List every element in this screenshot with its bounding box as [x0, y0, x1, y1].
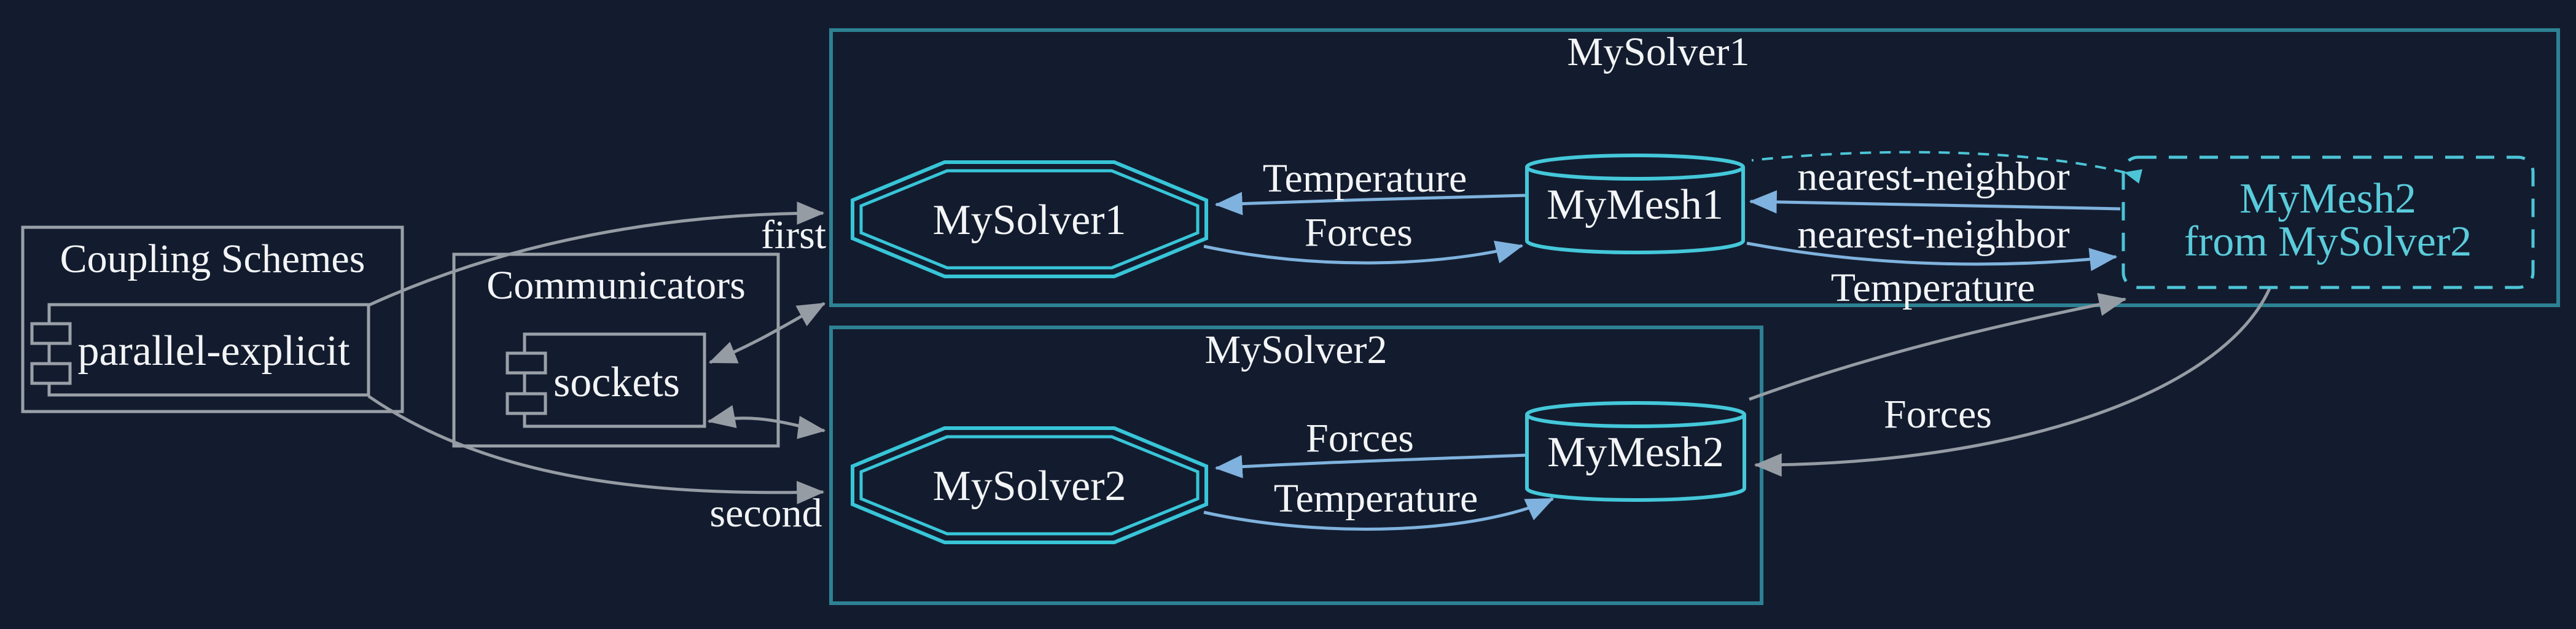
edges: [367, 150, 2271, 531]
sockets-label: sockets: [553, 359, 680, 406]
mymesh1-cylinder-top: [1525, 154, 1745, 181]
mysolver2-octagon-inner: [859, 435, 1200, 536]
edge-label-first: first: [761, 213, 826, 257]
edge-first-participant: [367, 201, 825, 307]
cluster-mysolver2-title: MySolver2: [1205, 327, 1388, 372]
node-mymesh2-cylinder: MyMesh2: [1525, 401, 1746, 502]
edge-label-forces-top: Forces: [1305, 210, 1413, 255]
component-tab-icon: [505, 351, 547, 375]
edge-forces-exchange: [1754, 287, 2271, 477]
parallel-explicit-label: parallel-explicit: [77, 327, 350, 375]
edge-second-participant: [367, 394, 825, 504]
mymesh2-remote-label-line2: from MySolver2: [2184, 218, 2472, 265]
mymesh2-remote-border: [2121, 155, 2535, 289]
edge-nearest-neighbor-write: [1746, 241, 2118, 272]
edge-label-forces-exchange: Forces: [1884, 392, 1992, 437]
edge-labels: first second Temperature Forces nearest-…: [709, 154, 2069, 536]
component-tab-icon: [30, 322, 72, 345]
sockets-box: [523, 332, 706, 428]
edge-label-nearest-neighbor-upper: nearest-neighbor: [1797, 154, 2069, 199]
edge-forces-mysolver1-to-mymesh1: [1203, 240, 1524, 265]
cluster-communicators-title: Communicators: [486, 263, 746, 308]
node-mymesh2-remote: MyMesh2 from MySolver2: [2121, 155, 2535, 289]
mysolver1-octagon-outer: [851, 160, 1208, 278]
edge-sockets-mysolver1: [708, 302, 826, 364]
edge-temperature-exchange: [1749, 293, 2127, 401]
edge-label-second: second: [709, 491, 822, 536]
edge-label-nearest-neighbor-lower: nearest-neighbor: [1797, 212, 2069, 257]
cluster-coupling-schemes: Coupling Schemes: [21, 225, 404, 413]
mysolver1-octagon-inner: [859, 169, 1200, 270]
cluster-coupling-schemes-border: [21, 225, 404, 413]
mysolver2-node-label: MySolver2: [933, 463, 1126, 510]
component-tab-icon: [505, 392, 547, 415]
edge-label-forces-bottom: Forces: [1306, 416, 1414, 461]
edge-sockets-mysolver2: [707, 405, 826, 439]
mymesh2-cylinder-top: [1525, 401, 1746, 428]
cluster-mysolver1-title: MySolver1: [1567, 29, 1750, 74]
cluster-coupling-schemes-title: Coupling Schemes: [60, 236, 365, 281]
node-mysolver2-octagon: MySolver2: [851, 426, 1208, 544]
cluster-mysolver1: MySolver1: [829, 28, 2560, 307]
edge-temperature-mymesh1-to-mysolver1: [1214, 192, 1528, 216]
mymesh1-cylinder-body: [1525, 167, 1745, 254]
mymesh2-remote-label-line1: MyMesh2: [2239, 175, 2416, 222]
component-tab-icon: [30, 362, 72, 385]
node-parallel-explicit: parallel-explicit: [30, 303, 370, 397]
edge-label-temperature-exchange: Temperature: [1831, 265, 2035, 310]
edge-label-temperature-bottom: Temperature: [1274, 476, 1478, 521]
edge-remote-mesh-reference: [1751, 150, 2143, 184]
parallel-explicit-box: [47, 303, 370, 397]
node-mymesh1-cylinder: MyMesh1: [1525, 154, 1745, 254]
edge-forces-mymesh2-to-mysolver2: [1214, 453, 1528, 479]
edge-label-temperature-top: Temperature: [1263, 156, 1467, 201]
mysolver1-node-label: MySolver1: [933, 197, 1126, 244]
mysolver2-octagon-outer: [851, 426, 1208, 544]
mymesh1-label: MyMesh1: [1547, 181, 1723, 229]
edge-temperature-mysolver2-to-mymesh2: [1203, 497, 1555, 531]
edge-nearest-neighbor-read: [1749, 190, 2121, 214]
mymesh2-cylinder-body: [1525, 415, 1746, 502]
cluster-mysolver1-border: [829, 28, 2560, 307]
node-mysolver1-octagon: MySolver1: [851, 160, 1208, 278]
node-sockets: sockets: [505, 332, 706, 428]
mymesh2-label: MyMesh2: [1547, 429, 1724, 476]
